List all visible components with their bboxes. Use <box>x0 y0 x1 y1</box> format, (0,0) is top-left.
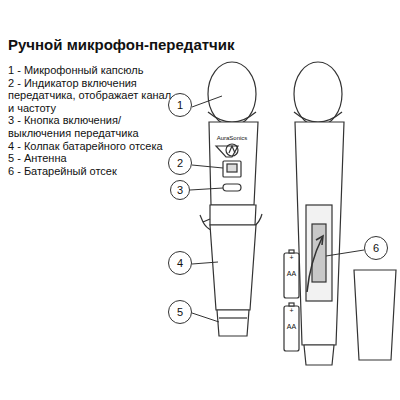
callout-number: 2 <box>177 158 183 169</box>
callout-number: 1 <box>177 100 183 111</box>
diagram-title: Ручной микрофон-передатчик <box>8 36 235 53</box>
callout-circle: 4 <box>168 251 192 275</box>
callout-circle: 3 <box>170 180 190 200</box>
callout-circle: 2 <box>168 151 192 175</box>
right-microphone <box>294 62 344 365</box>
part-description: 6 - Батарейный отсек <box>8 165 174 178</box>
battery-type: AA <box>287 323 296 330</box>
callout-number: 4 <box>177 258 183 269</box>
callout-circle: 5 <box>168 300 192 324</box>
leader-lines <box>190 96 364 322</box>
parts-list: 1 - Микрофонный капсюль2 - Индикатор вкл… <box>8 64 174 177</box>
left-microphone <box>200 62 262 336</box>
part-description: 4 - Колпак батарейного отсека <box>8 140 174 153</box>
battery-cap <box>354 270 396 360</box>
brand-name: AuraSonics <box>217 135 248 141</box>
part-description: 1 - Микрофонный капсюль <box>8 64 174 77</box>
battery-polarity: + <box>289 254 293 261</box>
callout-number: 3 <box>177 185 183 196</box>
part-description: 5 - Антенна <box>8 152 174 165</box>
callout-number: 6 <box>373 243 379 254</box>
battery-polarity: + <box>289 307 293 314</box>
part-description: 3 - Кнопка включения/ выключения передат… <box>8 114 174 139</box>
batteries <box>284 250 299 351</box>
callout-circle: 1 <box>168 93 192 117</box>
part-description: 2 - Индикатор включения передатчика, ото… <box>8 77 174 115</box>
callout-number: 5 <box>177 307 183 318</box>
callout-circle: 6 <box>364 236 388 260</box>
battery-type: AA <box>287 270 296 277</box>
